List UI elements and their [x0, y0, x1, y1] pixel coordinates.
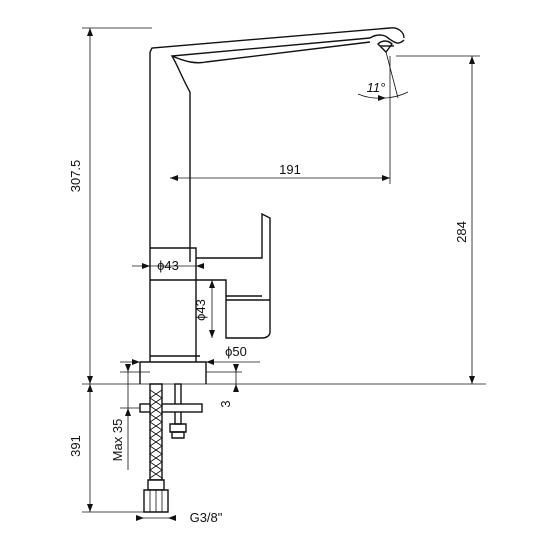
- dim-total-height: 307.5: [68, 27, 152, 384]
- dim-connection-thread: G3/8": [136, 510, 223, 525]
- label-spout-angle: 11°: [367, 80, 386, 95]
- label-lever-diameter: ϕ43: [193, 299, 208, 321]
- label-spout-height: 284: [454, 221, 469, 243]
- dim-body-diameter: ϕ43: [132, 258, 204, 273]
- dim-base-thickness: 3: [206, 364, 242, 408]
- dim-hose-length: 391: [68, 384, 144, 513]
- label-base-thickness: 3: [218, 400, 233, 407]
- dim-base-diameter: ϕ50: [120, 344, 260, 365]
- dim-deck-thickness: Max 35: [110, 364, 150, 470]
- label-base-diameter: ϕ50: [225, 344, 247, 359]
- label-connection-thread: G3/8": [190, 510, 223, 525]
- mounting-assembly: [139, 383, 203, 513]
- label-spout-reach: 191: [279, 162, 301, 177]
- dim-lever-diameter: ϕ43: [193, 280, 215, 338]
- dim-spout-height: 284: [396, 55, 480, 384]
- faucet-outline: [139, 27, 405, 384]
- label-total-height: 307.5: [68, 160, 83, 193]
- label-deck-thickness: Max 35: [110, 419, 125, 462]
- label-body-diameter: ϕ43: [157, 258, 179, 273]
- label-hose-length: 391: [68, 435, 83, 457]
- dim-spout-reach: 191: [170, 56, 391, 184]
- dim-spout-angle: 11°: [357, 51, 409, 101]
